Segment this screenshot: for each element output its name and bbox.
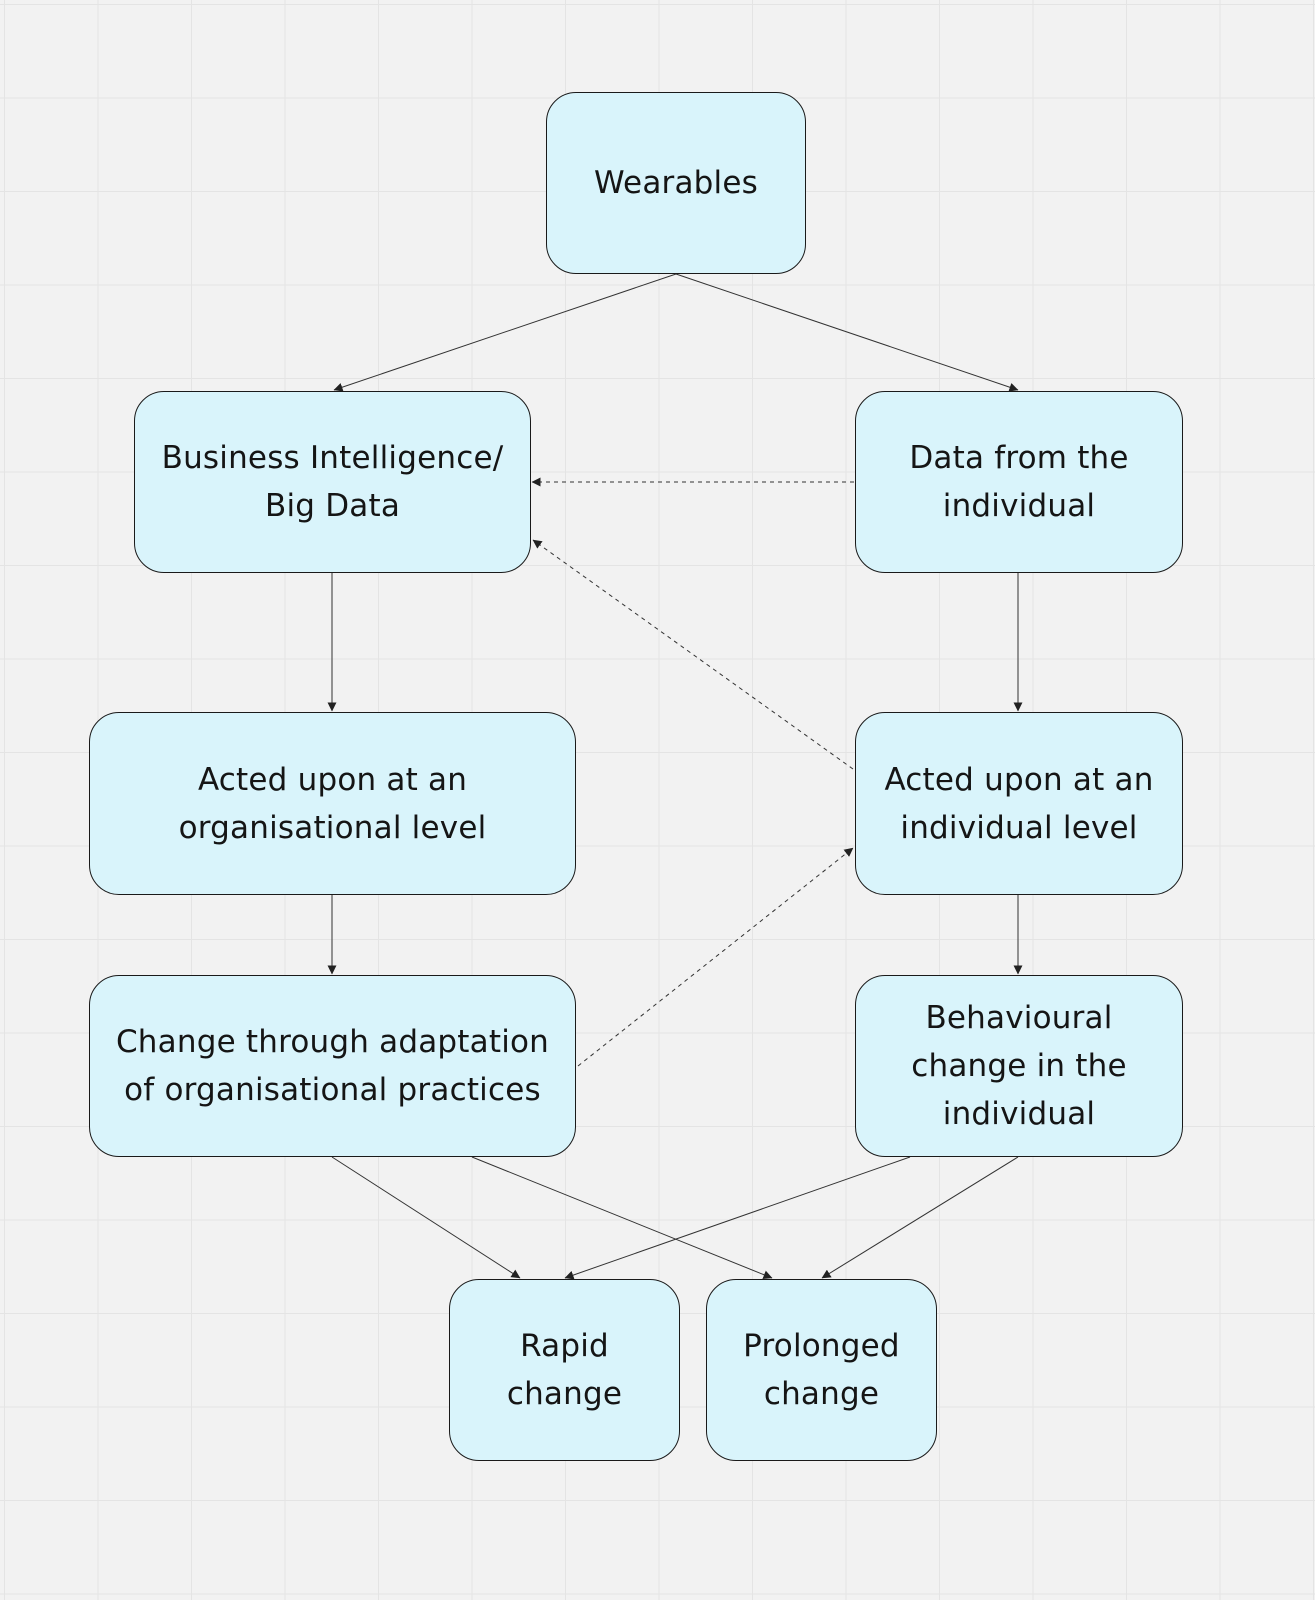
node-label-org-change: Change through adaptation of organisatio… [115, 1024, 550, 1108]
node-org-change[interactable]: Change through adaptation of organisatio… [89, 975, 576, 1157]
edge-wearables-to-big-data [333, 273, 677, 392]
edge-group [327, 273, 1023, 1280]
node-label-org-level: Acted upon at an organisational level [178, 761, 487, 846]
node-rapid-change[interactable]: Rapid change [449, 1279, 680, 1461]
edge-individual-level-to-big-data [532, 539, 854, 770]
edge-org-change-to-prolonged [471, 1156, 773, 1279]
node-individual-level[interactable]: Acted upon at an individual level [855, 712, 1183, 895]
node-label-wearables: Wearables [594, 165, 758, 201]
node-label-behavioural-change: Behavioural change in the individual [911, 1000, 1127, 1132]
edge-behavioural-change-to-rapid [564, 1156, 911, 1280]
edge-behavioural-change-to-prolonged [821, 1156, 1019, 1279]
node-label-individual-level: Acted upon at an individual level [884, 761, 1154, 846]
node-label-rapid-change: Rapid change [506, 1328, 623, 1412]
node-behavioural-change[interactable]: Behavioural change in the individual [855, 975, 1183, 1157]
node-label-big-data: Business Intelligence/ Big Data [161, 440, 504, 524]
node-org-level[interactable]: Acted upon at an organisational level [89, 712, 576, 895]
node-wearables[interactable]: Wearables [546, 92, 806, 274]
node-prolonged-change[interactable]: Prolonged change [706, 1279, 937, 1461]
node-individual-data[interactable]: Data from the individual [855, 391, 1183, 573]
edge-org-change-to-rapid [331, 1156, 521, 1279]
edge-wearables-to-individual-data [675, 273, 1019, 392]
node-big-data[interactable]: Business Intelligence/ Big Data [134, 391, 531, 573]
edge-org-change-to-individual-level [577, 847, 854, 1067]
node-label-individual-data: Data from the individual [909, 440, 1129, 524]
node-label-prolonged-change: Prolonged change [743, 1328, 900, 1412]
